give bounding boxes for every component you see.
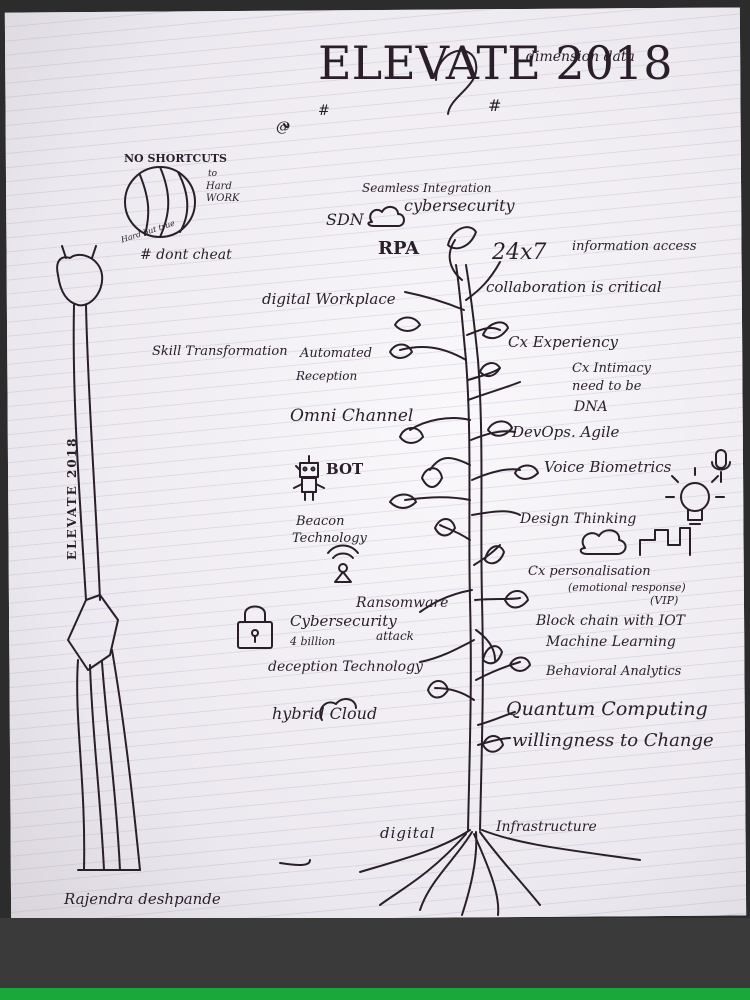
label-omni: Omni Channel (290, 406, 414, 426)
label-rpa: RPA (378, 238, 420, 259)
page-title: ELEVATE 2018 (318, 36, 673, 90)
badge-tag: # dont cheat (140, 247, 232, 263)
label-cyber-mid: Cybersecurity (290, 612, 397, 630)
label-digital-workplace: digital Workplace (262, 290, 396, 308)
microphone-icon (711, 449, 731, 483)
label-behavioral: Behavioral Analytics (546, 664, 682, 679)
side-note: dimension data (526, 49, 635, 65)
giraffe-drawing (56, 245, 141, 871)
label-beacon: Beacon (296, 514, 345, 529)
projector-bottom-band (0, 918, 750, 988)
label-attack: attack (376, 629, 414, 643)
badge-title: NO SHORTCUTS (124, 152, 227, 165)
label-voice: Voice Biometrics (544, 458, 672, 476)
label-deception: deception Technology (268, 659, 423, 675)
hash-left: # (318, 103, 330, 119)
label-cx-intimacy: Cx Intimacy (572, 361, 652, 376)
label-skill: Skill Transformation (152, 344, 288, 359)
badge-side-3: WORK (206, 193, 240, 204)
signature: Rajendra deshpande (64, 890, 221, 908)
label-design: Design Thinking (520, 511, 637, 527)
label-quantum: Quantum Computing (506, 698, 708, 720)
badge-side-1: to (208, 169, 218, 179)
badge-side-2: Hard (206, 181, 232, 192)
label-emotional: (emotional response) (568, 581, 686, 594)
beacon-icon (327, 544, 359, 583)
cloud-icon-2 (579, 529, 627, 555)
giraffe-label: ELEVATE 2018 (65, 436, 79, 560)
tree-trunk-right (465, 264, 484, 831)
robot-icon (293, 455, 325, 501)
label-devops: DevOps. Agile (512, 423, 620, 441)
label-24x7: 24x7 (492, 240, 547, 265)
label-ransomware: Ransomware (356, 595, 449, 611)
padlock-icon (237, 605, 273, 649)
title-swirl (435, 49, 478, 115)
label-billion: 4 billion (290, 635, 336, 648)
tree-leaves (389, 226, 539, 753)
label-collaboration: collaboration is critical (486, 278, 662, 296)
label-hybrid: hybrid Cloud (272, 704, 378, 723)
label-digital: digital (380, 824, 436, 842)
label-cx-experience: Cx Experiency (508, 333, 618, 351)
label-machine: Machine Learning (546, 634, 676, 650)
label-cyber-top: cybersecurity (404, 196, 515, 215)
hybrid-cloud-icon (319, 698, 357, 721)
label-infra: Infrastructure (496, 819, 597, 835)
cloud-icon (367, 206, 405, 227)
no-shortcuts-badge (124, 166, 196, 238)
factory-icon (639, 527, 691, 556)
tree-trunk (455, 264, 472, 831)
label-seamless: Seamless Integration (362, 181, 492, 195)
label-cx-personal: Cx personalisation (528, 564, 651, 579)
screen-edge-strip (0, 988, 750, 1000)
label-info-access: information access (572, 239, 697, 254)
label-bot: BOT (326, 460, 364, 478)
lightbulb-icon (665, 467, 725, 525)
at-sign: @ (276, 119, 290, 135)
label-automated: Automated (300, 346, 373, 361)
label-reception: Reception (296, 369, 358, 383)
hash-right: # (488, 96, 502, 115)
label-sdn: SDN (326, 210, 364, 229)
label-dna: DNA (574, 399, 608, 415)
label-blockchain: Block chain with IOT (536, 613, 686, 629)
tree-roots (359, 829, 641, 916)
label-need-dna: need to be (572, 379, 642, 394)
label-willing: willingness to Change (512, 730, 714, 751)
label-technology: Technology (292, 531, 367, 546)
label-vip: (VIP) (650, 594, 679, 607)
